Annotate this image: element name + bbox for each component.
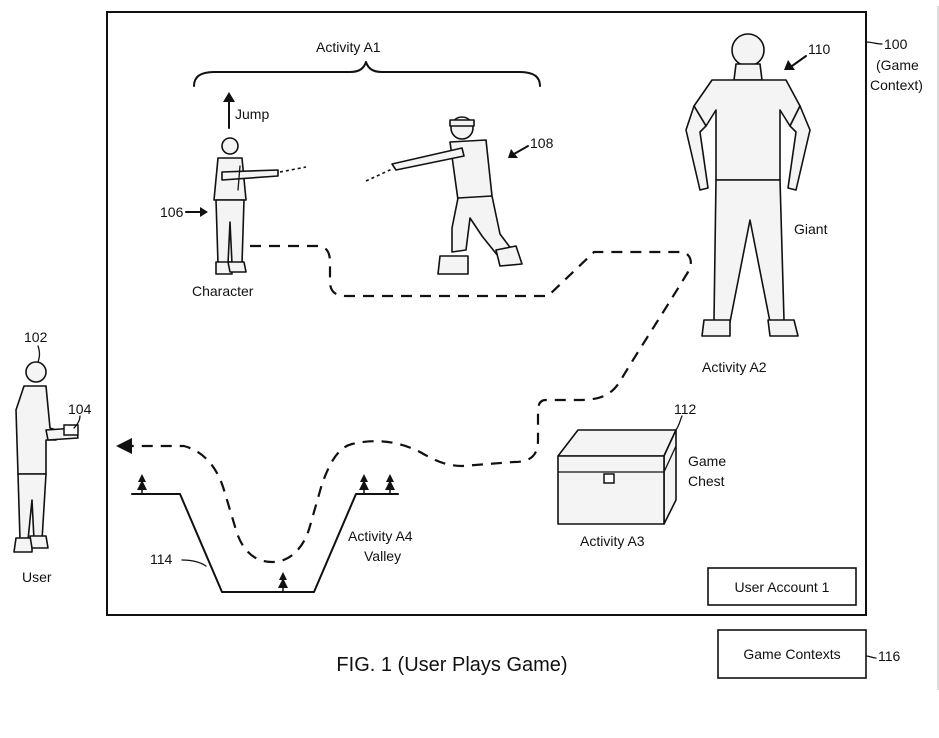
ref-116-leader (865, 655, 877, 659)
game-contexts-label: Game Contexts (743, 646, 840, 662)
ref-110-arrow (791, 55, 807, 67)
activity-a1-brace (193, 61, 541, 87)
jump-label: Jump (235, 106, 269, 122)
ref-112-leader (675, 415, 683, 431)
ref-108-arrow-head (508, 149, 518, 158)
ref-114-leader (181, 559, 207, 567)
enemy-aim-line (365, 168, 393, 182)
user-account-box (707, 567, 857, 606)
ref-106: 106 (160, 204, 184, 220)
ref-104: 104 (68, 401, 92, 417)
ref-108-arrow (513, 145, 529, 155)
game-path-dashed (126, 244, 692, 564)
ref-110-arrow-head (784, 60, 795, 70)
chest-label-1: Game (688, 453, 726, 469)
game-contexts-box (717, 629, 867, 679)
ref-114: 114 (150, 551, 173, 567)
valley-label: Valley (364, 548, 401, 564)
activity-a2-label: Activity A2 (702, 359, 767, 375)
valley-outline (131, 493, 399, 593)
ref-104-leader (73, 415, 81, 429)
user-account-label: User Account 1 (735, 579, 830, 595)
ref-100: 100 (884, 36, 908, 52)
chest-label-2: Chest (688, 473, 725, 489)
ref-102: 102 (24, 329, 48, 345)
game-context-label-2: Context) (870, 77, 923, 93)
activity-a4-label: Activity A4 (348, 528, 413, 544)
tree-icons (137, 474, 395, 592)
ref-100-leader (865, 41, 883, 45)
ref-106-arrow-head (200, 207, 208, 217)
user-figure (13, 361, 79, 553)
character-aim-line (279, 166, 307, 173)
ref-112: 112 (674, 401, 697, 417)
game-chest (557, 429, 677, 525)
activity-a3-label: Activity A3 (580, 533, 645, 549)
game-context-frame (106, 11, 867, 616)
ref-108: 108 (530, 135, 554, 151)
giant-figure (685, 33, 811, 337)
figure-caption: FIG. 1 (User Plays Game) (336, 654, 567, 676)
game-path-arrow-head (116, 438, 132, 454)
user-label: User (22, 569, 52, 585)
ref-116: 116 (878, 648, 901, 664)
jump-arrow-head (223, 92, 235, 102)
activity-a1-label: Activity A1 (316, 39, 381, 55)
character-label: Character (192, 283, 254, 299)
character-figure (213, 137, 279, 275)
enemy-soldier-figure (391, 116, 523, 275)
ref-102-leader (37, 345, 41, 363)
giant-label: Giant (794, 221, 828, 237)
ref-110: 110 (808, 41, 831, 57)
game-context-label-1: (Game (876, 57, 919, 73)
